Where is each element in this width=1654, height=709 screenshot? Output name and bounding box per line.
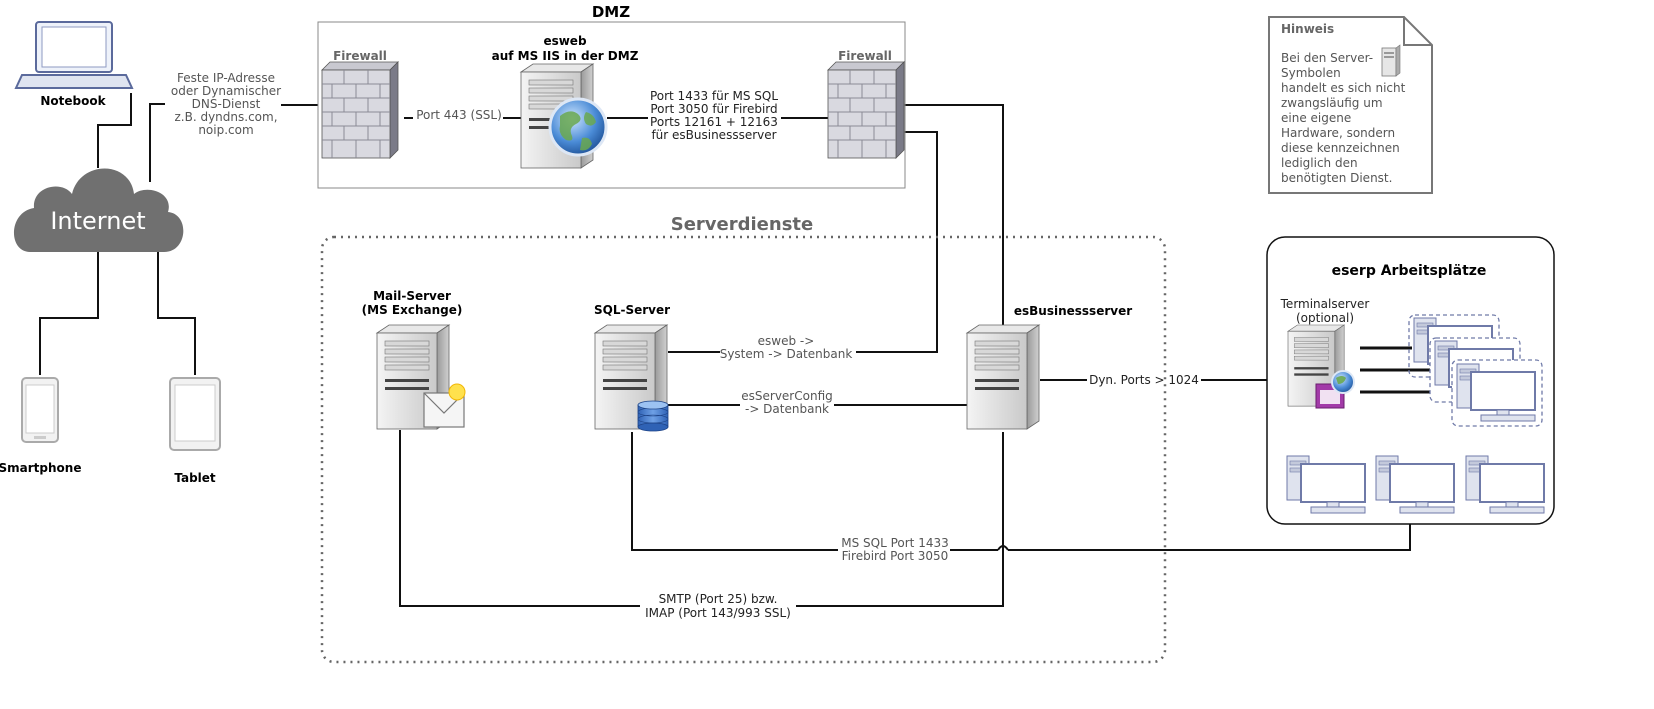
tablet-label: Tablet — [174, 471, 216, 485]
terminal-server-icon — [1287, 324, 1355, 409]
svg-text:esServerConfig: esServerConfig — [741, 389, 833, 403]
dmz-box — [317, 21, 906, 189]
dmz-ports-text: Port 1433 für MS SQL Port 3050 für Fireb… — [650, 89, 778, 142]
terminal-subtitle: (optional) — [1296, 311, 1354, 325]
mail-server-subtitle: (MS Exchange) — [362, 303, 463, 317]
sql-server-icon — [594, 324, 669, 432]
firewall-left-icon — [321, 61, 399, 159]
svg-text:handelt es sich nicht: handelt es sich nicht — [1281, 81, 1406, 95]
workstation-pc-icon — [1465, 455, 1545, 514]
sql-server-title: SQL-Server — [594, 303, 670, 317]
svg-text:Hardware, sondern: Hardware, sondern — [1281, 126, 1395, 140]
svg-text:SMTP (Port 25) bzw.: SMTP (Port 25) bzw. — [659, 592, 778, 606]
conn-sql-label: MS SQL Port 1433 Firebird Port 3050 — [841, 536, 949, 563]
svg-text:DNS-Dienst: DNS-Dienst — [192, 97, 261, 111]
firewall-right-label: Firewall — [838, 49, 892, 63]
ip-address-text: Feste IP-Adresse oder Dynamischer DNS-Di… — [171, 71, 281, 137]
dmz-title: DMZ — [592, 3, 630, 21]
conn-esweb-label: esweb -> System -> Datenbank — [720, 334, 853, 361]
workstation-pc-icon — [1375, 455, 1455, 514]
svg-text:lediglich den: lediglich den — [1281, 156, 1358, 170]
tablet-icon — [169, 377, 221, 451]
conn-ports-label: Dyn. Ports > 1024 — [1089, 373, 1199, 387]
svg-text:oder Dynamischer: oder Dynamischer — [171, 84, 281, 98]
esweb-subtitle: auf MS IIS in der DMZ — [492, 49, 639, 63]
svg-text:esweb ->: esweb -> — [758, 334, 815, 348]
esbusiness-title: esBusinessserver — [1014, 304, 1132, 318]
svg-text:Feste IP-Adresse: Feste IP-Adresse — [177, 71, 275, 85]
conn-smtp-label: SMTP (Port 25) bzw. IMAP (Port 143/993 S… — [645, 592, 791, 620]
connection-lines — [39, 93, 1411, 607]
serverdienste-title: Serverdienste — [671, 214, 813, 235]
smartphone-label: Smartphone — [0, 461, 81, 475]
svg-text:diese kennzeichnen: diese kennzeichnen — [1281, 141, 1400, 155]
workstation-pc-icon — [1286, 455, 1366, 514]
mail-server-icon — [376, 324, 466, 430]
serverdienste-box — [320, 235, 1167, 664]
svg-text:Ports 12161 + 12163: Ports 12161 + 12163 — [650, 115, 778, 129]
thin-client-group — [1408, 314, 1543, 427]
svg-text:System -> Datenbank: System -> Datenbank — [720, 347, 853, 361]
web-server-icon — [520, 63, 608, 169]
smartphone-icon — [21, 377, 59, 443]
svg-text:Port 1433 für MS SQL: Port 1433 für MS SQL — [650, 89, 778, 103]
svg-text:für esBusinessserver: für esBusinessserver — [651, 128, 776, 142]
notebook-icon — [14, 21, 134, 89]
svg-text:benötigten Dienst.: benötigten Dienst. — [1281, 171, 1392, 185]
svg-text:-> Datenbank: -> Datenbank — [745, 402, 829, 416]
conn-config-label: esServerConfig -> Datenbank — [741, 389, 833, 416]
cloud-icon — [13, 168, 184, 252]
svg-text:Bei den Server-: Bei den Server- — [1281, 51, 1373, 65]
workstations-box — [1266, 236, 1555, 525]
mail-server-title: Mail-Server — [373, 289, 451, 303]
svg-text:noip.com: noip.com — [198, 123, 253, 137]
svg-text:Firebird Port 3050: Firebird Port 3050 — [842, 549, 949, 563]
firewall-left-label: Firewall — [333, 49, 387, 63]
esweb-title: esweb — [543, 34, 587, 48]
database-icon — [637, 400, 669, 432]
workstations-title: eserp Arbeitsplätze — [1332, 263, 1487, 279]
port-443-label: Port 443 (SSL) — [416, 108, 502, 122]
hinweis-note: Hinweis Bei den Server- Symbolen handelt… — [1268, 16, 1433, 194]
svg-text:Port 3050 für Firebird: Port 3050 für Firebird — [650, 102, 777, 116]
small-server-icon — [1381, 44, 1401, 77]
terminal-title: Terminalserver — [1280, 297, 1370, 311]
internet-label: Internet — [50, 207, 145, 235]
svg-text:Symbolen: Symbolen — [1281, 66, 1341, 80]
notebook-label: Notebook — [40, 94, 106, 108]
svg-text:IMAP (Port 143/993 SSL): IMAP (Port 143/993 SSL) — [645, 606, 791, 620]
svg-text:z.B. dyndns.com,: z.B. dyndns.com, — [174, 110, 277, 124]
svg-text:MS SQL Port 1433: MS SQL Port 1433 — [841, 536, 949, 550]
esbusiness-server-icon — [966, 324, 1040, 430]
firewall-right-icon — [827, 61, 905, 159]
svg-text:zwangsläufig um: zwangsläufig um — [1281, 96, 1383, 110]
svg-text:eine eigene: eine eigene — [1281, 111, 1351, 125]
hinweis-title: Hinweis — [1281, 22, 1334, 36]
